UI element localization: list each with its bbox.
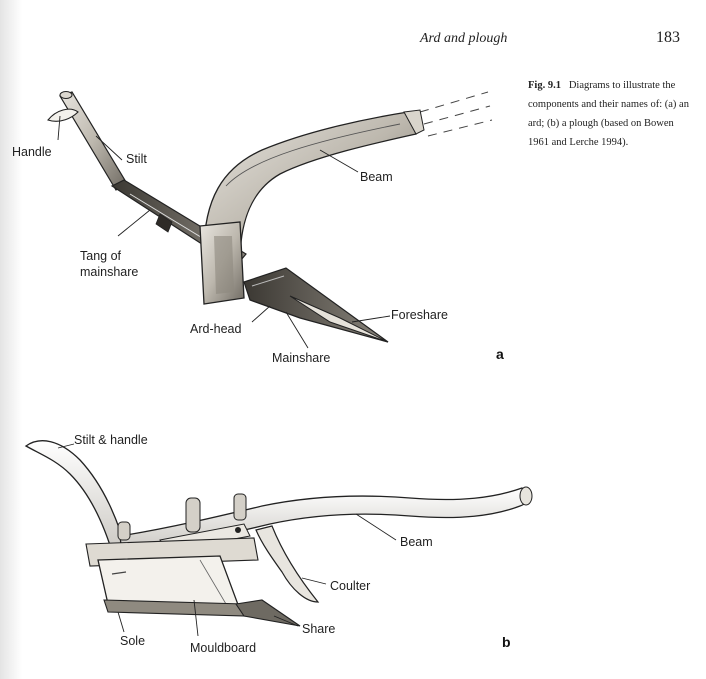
ard-leader-lines [57, 115, 391, 349]
label-mouldboard: Mouldboard [190, 641, 257, 655]
label-sole: Sole [120, 634, 146, 648]
plough-coulter [255, 525, 320, 603]
page-gutter-shadow [0, 0, 22, 679]
label-stilt-handle: Stilt & handle [74, 433, 148, 447]
caption-text: Diagrams to illustrate the components an… [528, 80, 689, 148]
figure-caption: Fig. 9.1 Diagrams to illustrate the comp… [528, 76, 696, 152]
panel-letter-b: b [502, 634, 511, 650]
ard-handle-top [59, 91, 73, 99]
label-beam-a: Beam [360, 170, 393, 184]
plough-peg-3 [117, 521, 131, 541]
plough-peg-1 [185, 497, 201, 533]
label-ard-head: Ard-head [190, 322, 242, 336]
figure-label: Fig. 9.1 [528, 80, 561, 91]
plough-illustration [24, 440, 533, 637]
plough-leader-lines [57, 443, 397, 637]
label-share: Share [302, 622, 336, 636]
panel-letter-a: a [496, 346, 504, 362]
label-mainshare: Mainshare [272, 351, 331, 365]
label-coulter: Coulter [330, 579, 371, 593]
label-stilt: Stilt [126, 152, 147, 166]
ard-foreshare [289, 295, 389, 343]
plough-peg-2 [233, 493, 247, 521]
ard-stilt [59, 91, 127, 191]
page-number: 183 [656, 29, 680, 46]
label-beam-b: Beam [400, 535, 433, 549]
running-head: Ard and plough [420, 31, 508, 46]
label-foreshare: Foreshare [391, 308, 448, 322]
label-tang-line1: Tang of [80, 249, 122, 263]
label-tang-line2: mainshare [80, 265, 139, 279]
plough-share [235, 599, 301, 627]
label-handle: Handle [12, 145, 52, 159]
beam-continuation-lines [419, 91, 493, 137]
ard-handle [47, 108, 79, 122]
ard-illustration [47, 91, 493, 349]
plough-stilt [24, 440, 129, 559]
